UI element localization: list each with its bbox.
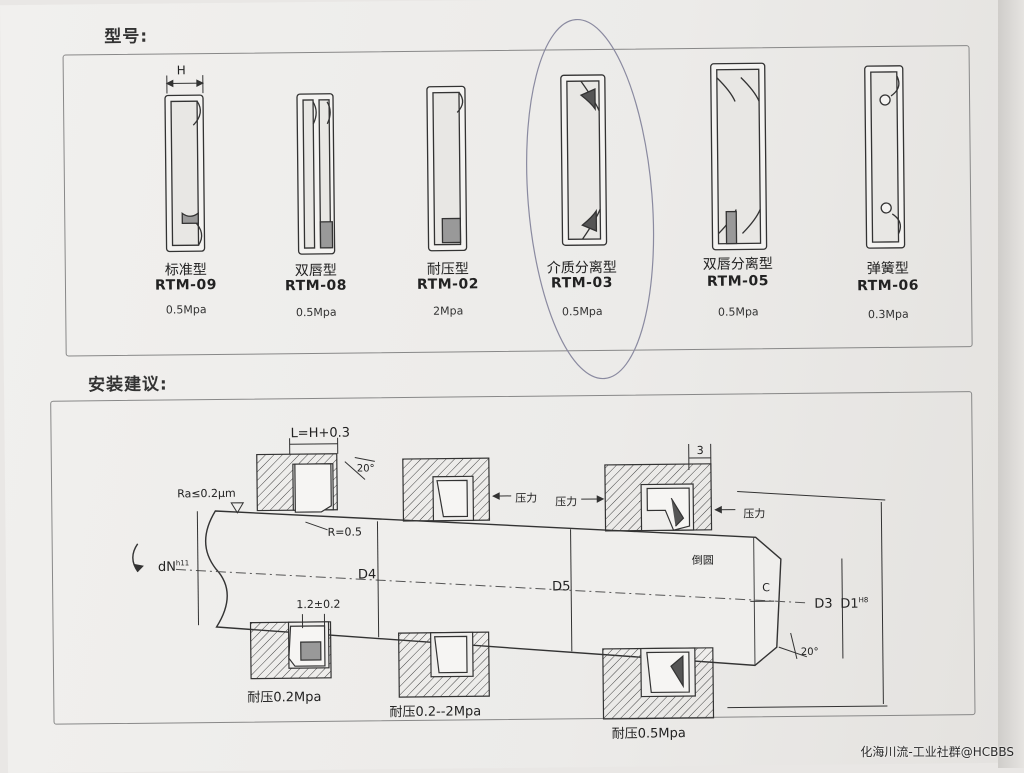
pressure-rating-2: 耐压0.2--2Mpa (389, 700, 481, 720)
angle-bottom: 20° (801, 647, 819, 658)
width-3-label: 3 (697, 444, 704, 457)
chamfer-label: 倒圆 (692, 552, 714, 568)
pressure-rating-3: 耐压0.5Mpa (612, 722, 686, 742)
d4-label: D4 (358, 567, 376, 582)
tolerance-label: 1.2±0.2 (296, 598, 340, 611)
angle-top: 20° (357, 463, 375, 474)
roughness-label: Ra≤0.2μm (177, 487, 236, 501)
d1-label: D1H8 (840, 596, 868, 612)
pressure-label-3: 压力 (743, 505, 765, 521)
radius-label: R=0.5 (327, 525, 361, 538)
shaft-diameter-label: dNh11 (158, 559, 189, 575)
pressure-label-1: 压力 (515, 490, 537, 506)
pressure-rating-1: 耐压0.2Mpa (247, 686, 321, 706)
d3-label: D3 (814, 597, 832, 612)
book-spine-edge (998, 0, 1024, 768)
l-formula: L=H+0.3 (290, 426, 350, 442)
pressure-label-2: 压力 (555, 493, 577, 509)
watermark: 化海川流-工业社群@HCBBS (860, 743, 1014, 760)
d5-label: D5 (552, 579, 570, 594)
c-label: C (762, 581, 770, 594)
